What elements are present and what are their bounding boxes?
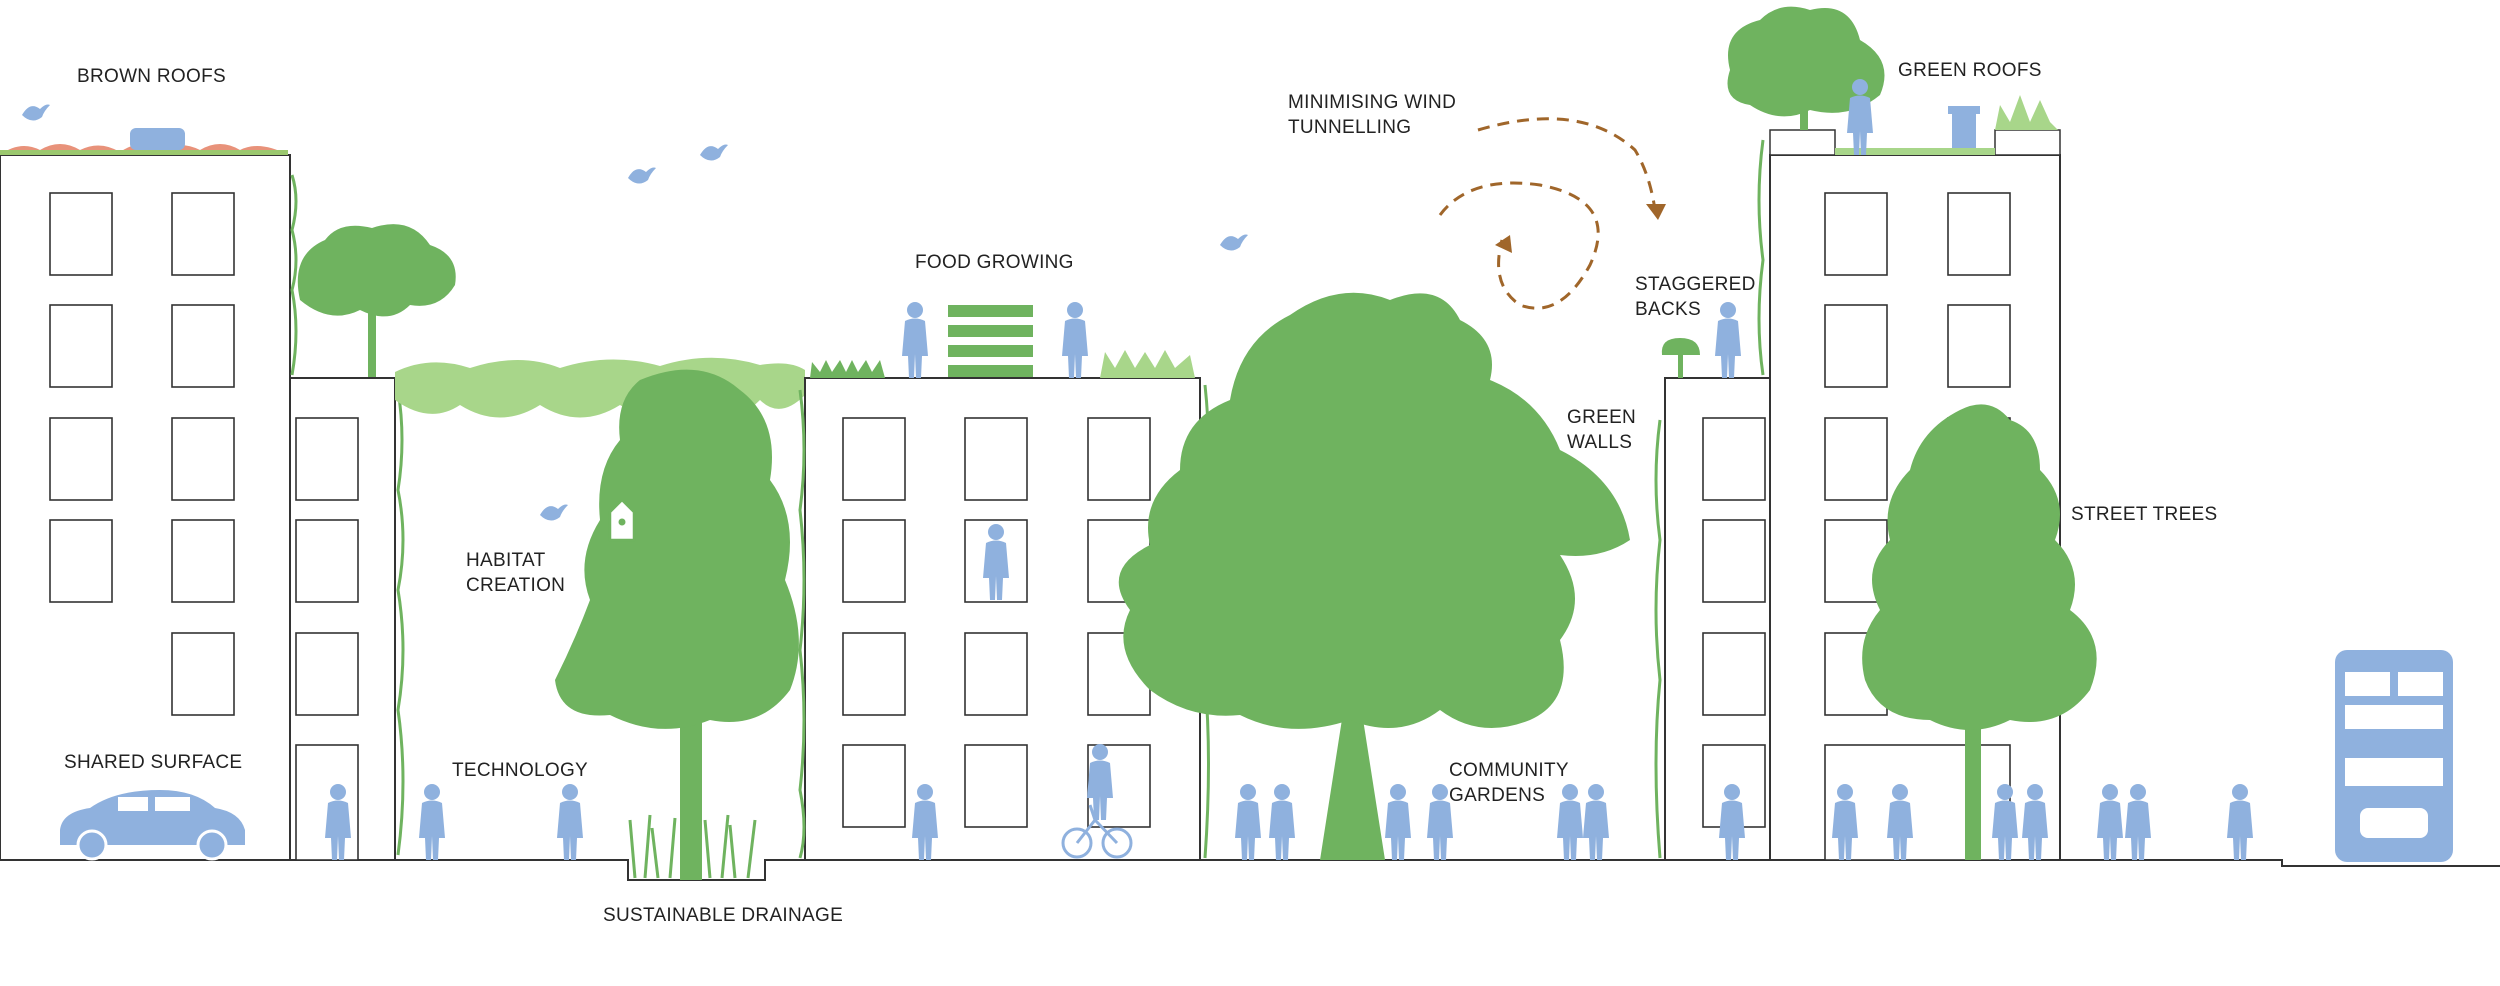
label-green-walls: GREEN WALLS [1567,407,1637,453]
bird-icon [1220,234,1248,251]
bird-icon [628,167,656,184]
building-left [0,128,456,861]
green-wall-left [290,174,405,856]
food-growing-planters [810,305,1195,378]
wind-arrows [1438,117,1657,310]
green-roof [1727,6,2061,156]
person-icon [1269,784,1295,860]
bird-icon [700,144,728,161]
person-icon [2097,784,2123,860]
label-community-gardens: COMMUNITY GARDENS [1449,760,1569,806]
label-green-roofs: GREEN ROOFS [1898,60,2042,81]
label-habitat-creation: HABITAT CREATION [466,550,566,596]
person-icon [1583,784,1609,860]
person-icon [557,784,583,860]
bird-icon [540,504,568,521]
tree-icon [555,369,799,880]
car-icon [60,790,245,861]
person-icon [1062,302,1088,378]
green-wall-right [1654,139,1765,859]
label-sustainable-drainage: SUSTAINABLE DRAINAGE [603,905,844,926]
bus-icon [2335,650,2453,862]
person-icon [1385,784,1411,860]
person-icon [1235,784,1261,860]
label-shared-surface: SHARED SURFACE [64,752,243,773]
label-street-trees: STREET TREES [2071,504,2218,525]
ground-line [0,859,2500,881]
drainage-grasses [628,814,757,879]
tree-icon [1862,404,2097,860]
label-minimising-wind: MINIMISING WIND TUNNELLING [1288,92,1457,138]
bird-icon [22,104,50,121]
person-icon [2125,784,2151,860]
person-icon [419,784,445,860]
label-staggered-backs: STAGGERED BACKS [1635,274,1756,320]
tree-icon [1661,338,1700,378]
wind-arrowheads [1495,204,1666,253]
beehive-icon [1948,106,1980,148]
person-icon [902,302,928,378]
person-icon [2227,784,2253,860]
label-food-growing: FOOD GROWING [915,252,1074,273]
tree-icon [1118,292,1630,860]
label-technology: TECHNOLOGY [452,760,589,781]
windows-left [49,192,359,861]
tree-icon [297,224,456,377]
label-brown-roofs: BROWN ROOFS [77,66,226,87]
brown-roof [0,128,288,155]
birdhouse-icon [608,498,636,542]
